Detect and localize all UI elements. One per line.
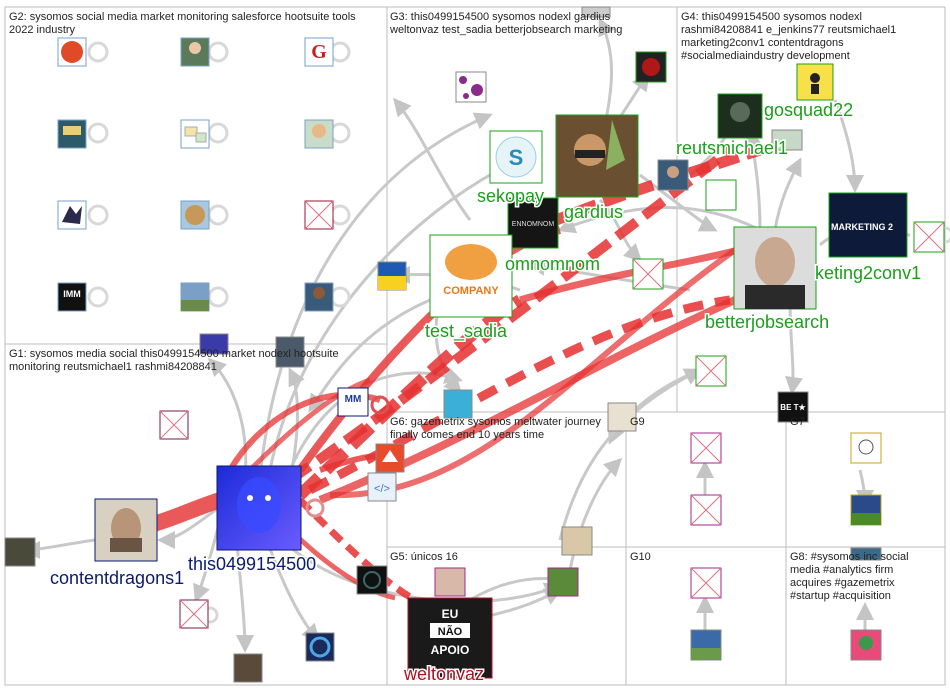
svg-text:2022 industry: 2022 industry — [9, 24, 76, 36]
svg-text:APOIO: APOIO — [431, 643, 470, 657]
label-omnom: omnomnom — [505, 254, 600, 274]
group-label-g1: G1: sysomos media social this0499154500 … — [9, 348, 339, 360]
node-g6-teal[interactable] — [444, 390, 472, 418]
svg-text:#socialmediaindustry developme: #socialmediaindustry development — [681, 50, 850, 62]
node-g5-dark[interactable] — [357, 566, 387, 594]
node-g7-sketch[interactable] — [851, 433, 881, 463]
group-label-g6: G6: gazemetrix sysomos meltwater journey — [390, 416, 601, 428]
svg-text:acquires #gazemetrix: acquires #gazemetrix — [790, 577, 895, 589]
label-reutsmichael1: reutsmichael1 — [676, 138, 788, 158]
node-g4-blank[interactable] — [706, 180, 736, 210]
label-gosquad22: gosquad22 — [764, 100, 853, 120]
svg-text:finally comes end 10 years tim: finally comes end 10 years time — [390, 429, 544, 441]
svg-text:#startup #acquisition: #startup #acquisition — [790, 590, 891, 602]
group-box-g7 — [786, 412, 945, 547]
svg-text:S: S — [509, 145, 524, 170]
group-label-g8: G8: #sysomos inc social — [790, 551, 909, 563]
label-weltonvaz: weltonvaz — [403, 664, 484, 684]
node-g5-man[interactable] — [548, 568, 578, 596]
svg-text:monitoring reutsmichael1 rashm: monitoring reutsmichael1 rashmi84208841 — [9, 361, 217, 373]
group-label-g10: G10 — [630, 551, 651, 563]
label-contentdragons: contentdragons1 — [50, 568, 184, 588]
label-test-sadia: test_sadia — [425, 321, 508, 342]
node-g6-woman[interactable] — [562, 527, 592, 555]
label-betterjobsearch: betterjobsearch — [705, 312, 829, 332]
svg-text:COMPANY: COMPANY — [443, 285, 499, 297]
svg-text:NÃO: NÃO — [438, 625, 463, 638]
group-label-g3: G3: this0499154500 sysomos nodexl gardiu… — [390, 11, 611, 23]
node-g5-woman[interactable] — [435, 568, 465, 596]
svg-text:rashmi84208841 e_jenkins77 reu: rashmi84208841 e_jenkins77 reutsmichael1 — [681, 24, 896, 36]
svg-text:marketing2conv1 contentdragons: marketing2conv1 contentdragons — [681, 37, 844, 49]
globe-icon — [185, 205, 205, 225]
svg-text:IMM: IMM — [63, 289, 81, 299]
svg-text:G: G — [311, 41, 327, 63]
group-label-g9: G9 — [630, 416, 645, 428]
label-sekopay: sekopay — [477, 186, 544, 206]
group-label-g4: G4: this0499154500 sysomos nodexl — [681, 11, 862, 23]
svg-text:media #analytics firm: media #analytics firm — [790, 564, 893, 576]
label-this0499154500: this0499154500 — [188, 554, 316, 574]
g2-nodes: G IMM — [58, 38, 333, 311]
node-g1-photo[interactable] — [5, 538, 35, 566]
label-gardius: gardius — [564, 202, 623, 222]
node-g1-bottom[interactable] — [234, 654, 262, 682]
svg-text:MM: MM — [345, 394, 362, 405]
svg-text:EU: EU — [442, 607, 459, 621]
svg-text:MARKETING 2: MARKETING 2 — [831, 222, 893, 232]
group-label-g5: G5: únicos 16 — [390, 551, 458, 563]
label-marketing2conv1: keting2conv1 — [815, 263, 921, 283]
group-label-g2: G2: sysomos social media market monitori… — [9, 11, 356, 23]
group-label-g7: G7 — [790, 416, 805, 428]
svg-text:</>: </> — [374, 483, 390, 495]
red-seal-icon — [61, 41, 83, 63]
svg-text:weltonvaz test_sadia betterjob: weltonvaz test_sadia betterjobsearch mar… — [389, 24, 622, 36]
svg-text:BE T★: BE T★ — [780, 403, 806, 412]
svg-text:ENNOMNOM: ENNOMNOM — [512, 221, 555, 228]
